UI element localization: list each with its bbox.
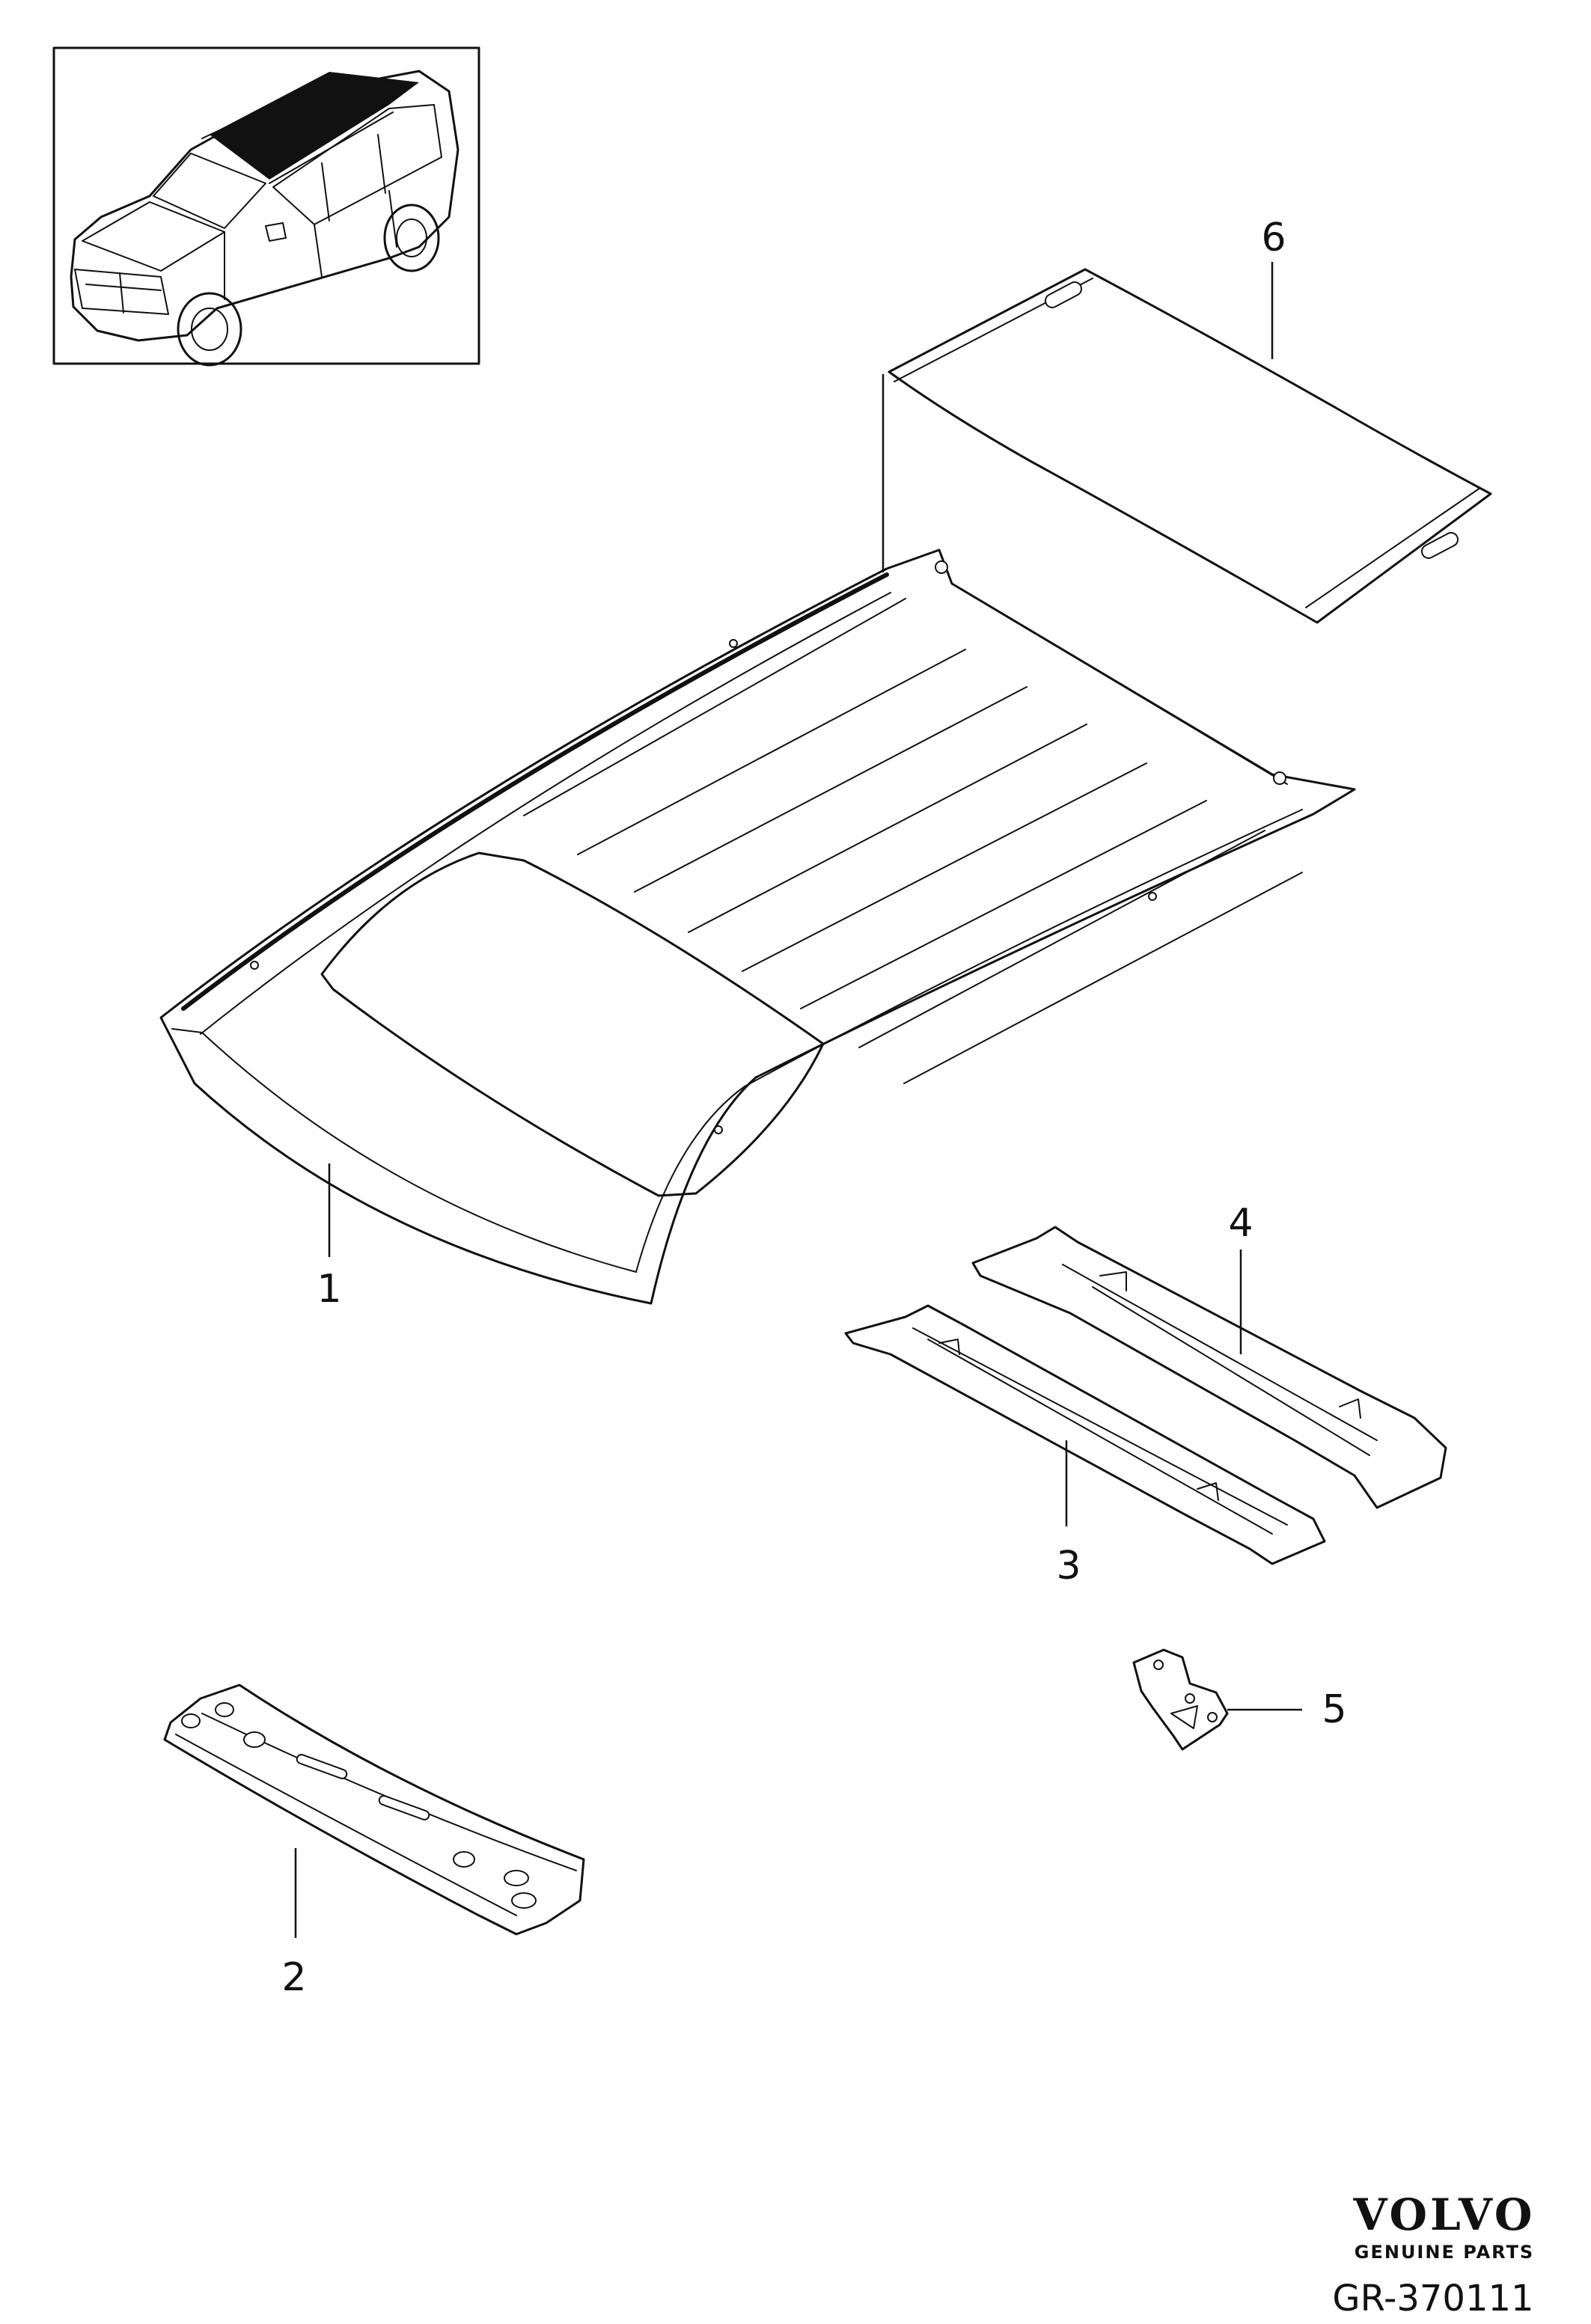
brand-tagline: GENUINE PARTS xyxy=(1355,2242,1534,2263)
part-3-cross-member xyxy=(844,1304,1326,1565)
part-5-bracket xyxy=(1132,1648,1229,1751)
part-4-cross-member xyxy=(971,1226,1447,1509)
callout-2: 2 xyxy=(281,1955,306,2000)
callout-5: 5 xyxy=(1322,1687,1346,1732)
vehicle-overview-inset xyxy=(52,46,480,367)
leader-lines xyxy=(294,262,1302,1938)
part-6-roof-panel xyxy=(888,268,1492,624)
callout-1: 1 xyxy=(317,1267,341,1312)
roof-ribs xyxy=(523,598,1303,1084)
callout-3: 3 xyxy=(1056,1544,1081,1588)
callout-labels: 6 1 4 3 5 2 xyxy=(281,215,1346,2000)
drawing-code: GR-370111 xyxy=(1332,2278,1533,2320)
brand-name: VOLVO xyxy=(1353,2189,1536,2240)
callout-4: 4 xyxy=(1228,1201,1253,1246)
part-2-cross-member xyxy=(163,1684,585,1936)
callout-6: 6 xyxy=(1261,215,1286,260)
brand-block: VOLVO GENUINE PARTS GR-370111 xyxy=(1332,2189,1536,2320)
suv-illustration xyxy=(70,70,459,367)
part-1-roof-panel xyxy=(159,548,1356,1305)
roof-highlight xyxy=(210,72,419,180)
inset-frame xyxy=(52,46,480,365)
